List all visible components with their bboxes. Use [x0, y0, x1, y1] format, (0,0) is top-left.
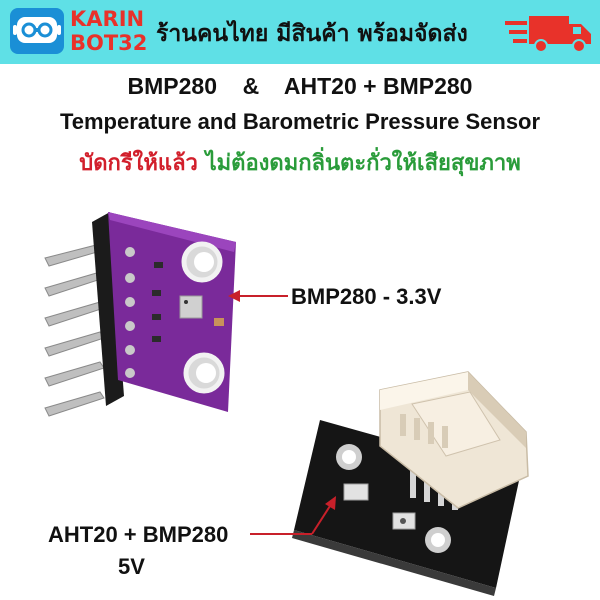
label-aht20-voltage: 5V — [118, 554, 145, 579]
label-bmp280: BMP280 - 3.3V — [291, 284, 442, 309]
brand-name: KARIN BOT32 — [70, 7, 147, 55]
red-arrow-icon — [228, 290, 288, 302]
headline-description: Temperature and Barometric Pressure Sens… — [59, 109, 541, 134]
thai-note-red: บัดกรีให้แล้ว — [79, 151, 198, 176]
top-banner: KARIN BOT32 ร้านคนไทย มีสินค้า พร้อมจัดส… — [0, 0, 600, 64]
aht20-bmp280-board-image — [292, 371, 529, 596]
bmp280-board-image — [44, 212, 236, 417]
headline-thai-note: บัดกรีให้แล้ว ไม่ต้องดมกลิ่นตะกั่วให้เสี… — [0, 145, 600, 180]
red-arrow-icon — [250, 496, 336, 535]
label-aht20-bmp280: AHT20 + BMP280 — [48, 522, 229, 547]
brand-line-1: KARIN — [70, 7, 145, 31]
shop-tagline: ร้านคนไทย มีสินค้า พร้อมจัดส่ง — [156, 21, 468, 47]
brand-line-2: BOT32 — [70, 31, 148, 55]
headline-models: BMP280 & AHT20 + BMP280 — [127, 73, 473, 99]
delivery-truck-icon — [505, 10, 593, 59]
robot-logo-icon — [10, 8, 64, 54]
thai-note-green: ไม่ต้องดมกลิ่นตะกั่วให้เสียสุขภาพ — [205, 151, 521, 176]
